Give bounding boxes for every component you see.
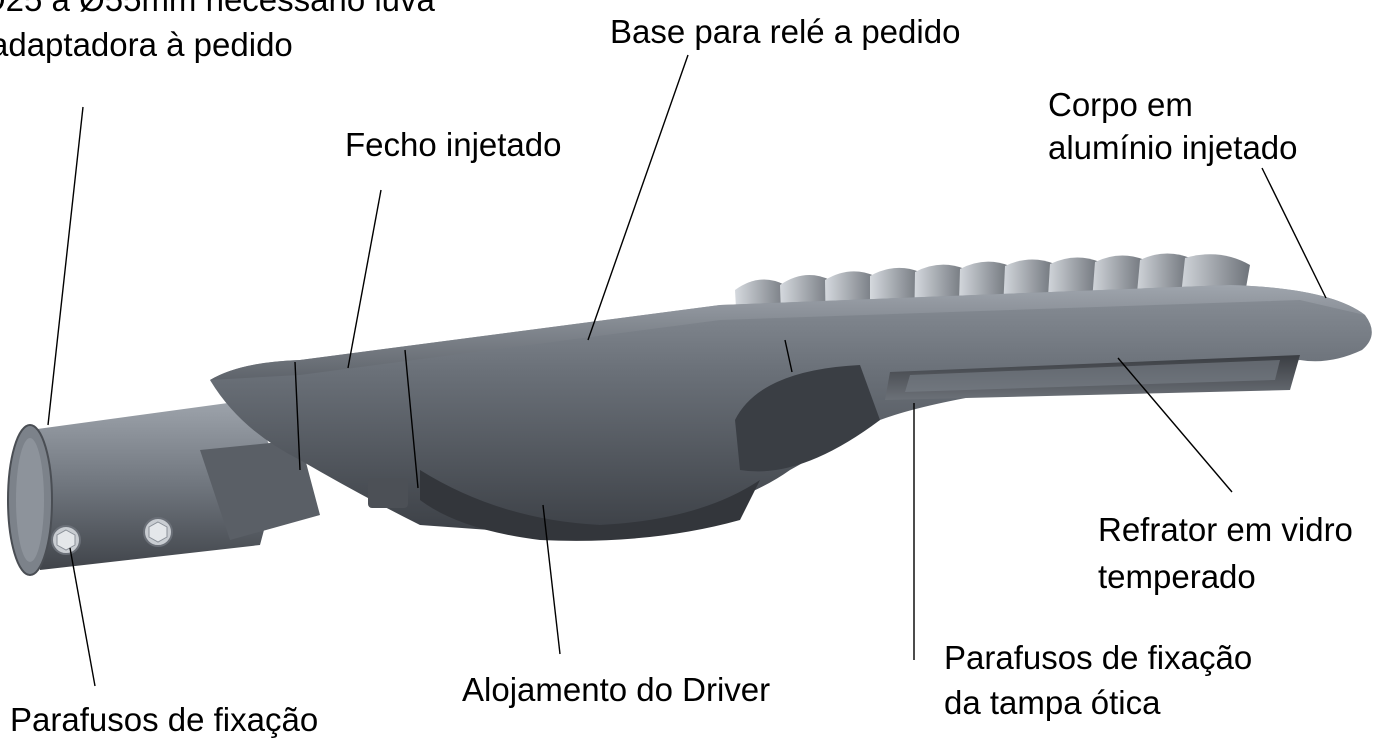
fixing-bolt-icon: [143, 517, 173, 547]
leader-line-fecho: [347, 189, 382, 369]
leader-line-refrator: [1117, 357, 1233, 493]
label-parafusos-fixacao: Parafusos de fixação: [10, 701, 319, 738]
leader-line-alojamento: [542, 504, 561, 655]
label-refrator-line2: temperado: [1098, 558, 1256, 595]
label-corpo-line1: Corpo em: [1048, 86, 1193, 123]
leader-line-corpo: [1261, 167, 1327, 299]
leader-line-parafusos: [69, 547, 96, 687]
leader-line-adapter: [47, 106, 84, 426]
label-parafusos-tampa-line1: Parafusos de fixação: [944, 639, 1253, 676]
label-adapter-line1: Ø25 a Ø55mm necessário luva: [0, 0, 435, 20]
label-corpo-line2: alumínio injetado: [1048, 129, 1298, 166]
label-adapter-line2: adaptadora à pedido: [0, 26, 293, 63]
leader-lines: [47, 54, 1327, 687]
label-refrator-line1: Refrator em vidro: [1098, 511, 1353, 548]
latch: [368, 478, 408, 508]
leader-line-base-rele: [587, 54, 689, 341]
luminaire-illustration: [7, 253, 1372, 576]
label-fecho: Fecho injetado: [345, 126, 562, 163]
label-base-rele: Base para relé a pedido: [610, 13, 961, 50]
label-alojamento: Alojamento do Driver: [462, 671, 771, 708]
label-parafusos-tampa-line2: da tampa ótica: [944, 684, 1161, 721]
fixing-bolt-icon: [51, 525, 81, 555]
